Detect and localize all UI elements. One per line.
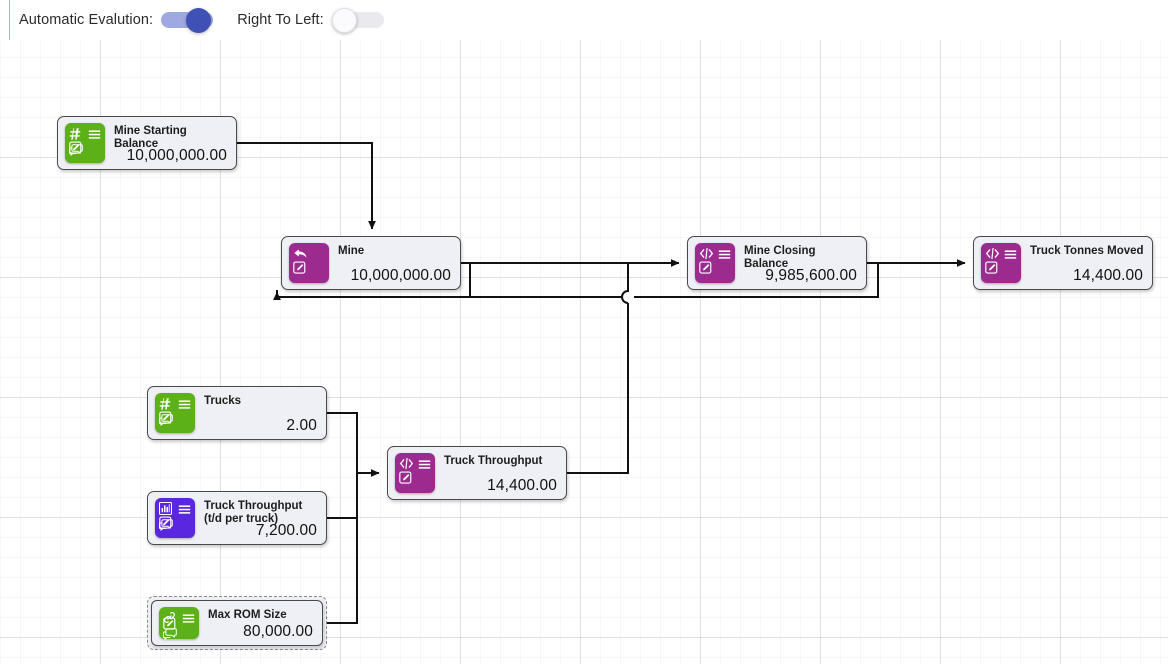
- hamburger-menu-icon[interactable]: [718, 248, 731, 265]
- node-badge: [695, 243, 735, 283]
- node-title: Truck Throughput (t/d per truck): [204, 500, 303, 525]
- node-badge: [155, 393, 195, 433]
- node-truck-throughput-output[interactable]: Truck Throughput 14,400.00: [387, 446, 567, 500]
- node-value: 10,000,000.00: [126, 147, 227, 164]
- hamburger-menu-icon[interactable]: [418, 458, 431, 475]
- node-mine-closing-balance[interactable]: Mine Closing Balance 9,985,600.00: [687, 236, 867, 290]
- toggle-knob: [186, 8, 212, 33]
- node-badge: [981, 243, 1021, 283]
- node-badge: [289, 243, 329, 283]
- edit-pencil-icon[interactable]: [293, 261, 306, 278]
- node-truck-tonnes-moved[interactable]: Truck Tonnes Moved 14,400.00: [973, 236, 1153, 290]
- comment-icon[interactable]: [162, 628, 177, 644]
- hamburger-menu-icon[interactable]: [178, 398, 191, 415]
- node-badge: [155, 498, 195, 538]
- node-mine-starting-balance[interactable]: Mine Starting Balance 10,000,000.00: [57, 116, 237, 170]
- edit-pencil-icon[interactable]: [159, 411, 172, 428]
- node-title: Truck Throughput: [444, 455, 543, 467]
- node-title: Truck Tonnes Moved: [1030, 245, 1144, 257]
- node-badge: [395, 453, 435, 493]
- code-icon: [699, 247, 714, 264]
- edit-pencil-icon[interactable]: [399, 471, 412, 488]
- hash-icon: [159, 397, 172, 414]
- node-value: 14,400.00: [487, 477, 557, 494]
- node-mine[interactable]: Mine 10,000,000.00: [281, 236, 461, 290]
- hamburger-menu-icon[interactable]: [88, 128, 101, 145]
- node-value: 14,400.00: [1073, 267, 1143, 284]
- node-badge: [65, 123, 105, 163]
- node-truck-throughput-per-truck[interactable]: Truck Throughput (t/d per truck) 7,200.0…: [147, 491, 327, 545]
- hash-icon: [69, 127, 82, 144]
- toggle-knob: [331, 8, 357, 33]
- right-to-left-toggle[interactable]: [331, 8, 384, 33]
- node-value: 80,000.00: [243, 623, 313, 640]
- code-icon: [985, 247, 1000, 264]
- node-title: Max ROM Size: [208, 609, 287, 621]
- hamburger-menu-icon[interactable]: [182, 612, 195, 629]
- node-max-rom-size[interactable]: Max ROM Size 80,000.00: [147, 596, 327, 650]
- node-badge: [159, 607, 199, 641]
- right-to-left-group: Right To Left:: [233, 0, 384, 40]
- right-to-left-label: Right To Left:: [237, 12, 324, 28]
- node-value: 7,200.00: [255, 522, 317, 539]
- edit-pencil-icon[interactable]: [699, 261, 712, 278]
- edit-pencil-icon[interactable]: [985, 261, 998, 278]
- undo-arrow-icon: [293, 247, 309, 266]
- node-title: Trucks: [204, 395, 242, 407]
- code-icon: [399, 457, 414, 474]
- node-title: Mine: [338, 245, 365, 257]
- node-title: Mine Starting Balance: [114, 125, 187, 150]
- bar-chart-icon: [158, 501, 173, 519]
- toolbar: Automatic Evalution: Right To Left:: [0, 0, 1168, 40]
- automatic-evaluation-group: Automatic Evalution:: [9, 0, 214, 40]
- hamburger-menu-icon[interactable]: [1004, 248, 1017, 265]
- edit-pencil-icon[interactable]: [163, 617, 176, 634]
- edit-pencil-icon[interactable]: [159, 516, 172, 533]
- node-trucks[interactable]: Trucks 2.00: [147, 386, 327, 440]
- node-value: 9,985,600.00: [765, 267, 857, 284]
- node-value: 10,000,000.00: [350, 267, 451, 284]
- automatic-evaluation-label: Automatic Evalution:: [19, 12, 154, 28]
- edit-pencil-icon[interactable]: [69, 141, 82, 158]
- node-value: 2.00: [286, 417, 317, 434]
- hamburger-menu-icon[interactable]: [178, 503, 191, 520]
- automatic-evaluation-toggle[interactable]: [161, 8, 214, 33]
